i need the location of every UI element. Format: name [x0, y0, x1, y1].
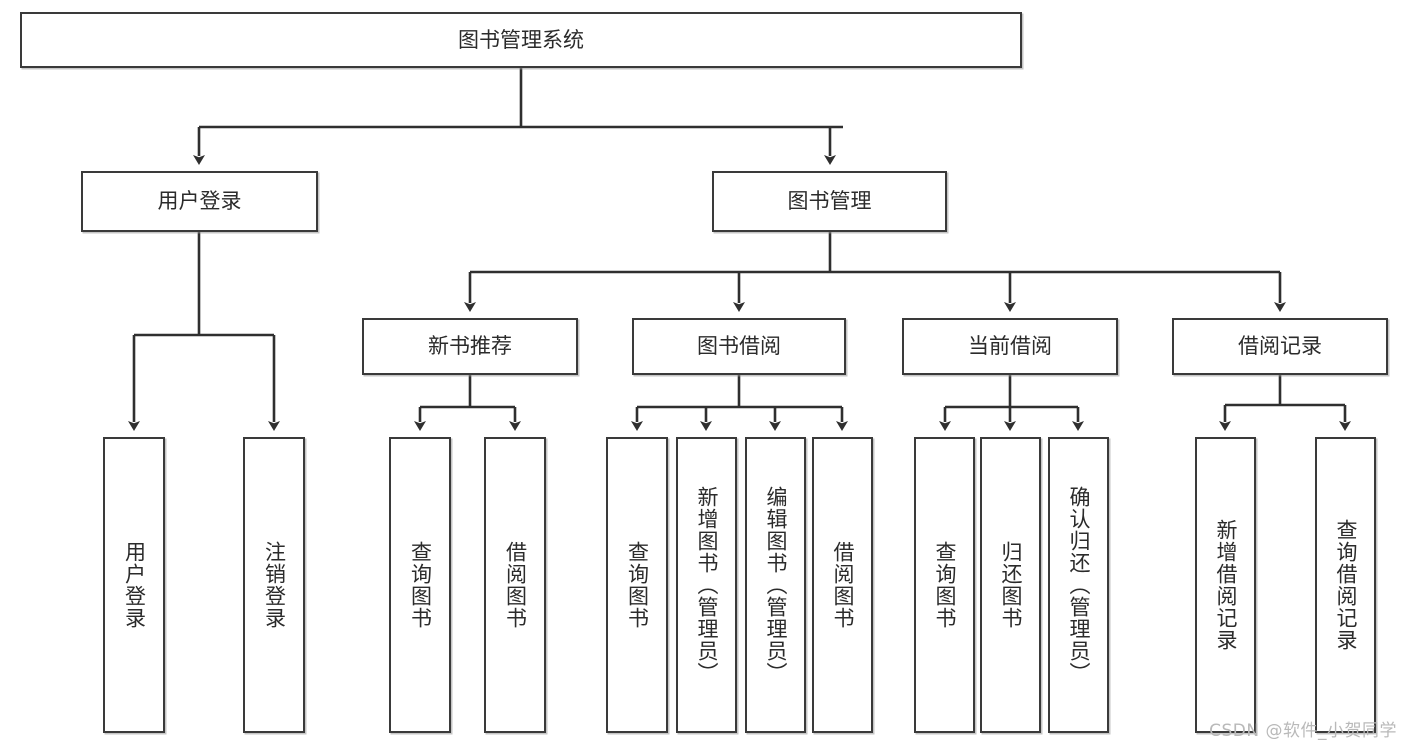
node-label: 图书借阅: [697, 334, 781, 359]
leaf-borrow-add-book-admin[interactable]: 新增图书（管理员）: [676, 437, 737, 733]
node-label: 查询图书: [625, 541, 650, 629]
node-book-management[interactable]: 图书管理: [712, 171, 947, 232]
leaf-records-add-record[interactable]: 新增借阅记录: [1195, 437, 1256, 733]
leaf-user-login-logout[interactable]: 注销登录: [243, 437, 305, 733]
node-current-borrow[interactable]: 当前借阅: [902, 318, 1118, 375]
node-label: 归还图书: [999, 541, 1023, 629]
leaf-borrow-query-book[interactable]: 查询图书: [606, 437, 668, 733]
node-label: 编辑图书（管理员）: [764, 486, 788, 684]
node-label: 借阅图书: [831, 541, 855, 629]
node-label: 借阅图书: [503, 541, 528, 629]
leaf-recommend-borrow-book[interactable]: 借阅图书: [484, 437, 546, 733]
node-label: 注销登录: [262, 541, 287, 629]
node-label: 借阅记录: [1238, 334, 1322, 359]
node-label: 确认归还（管理员）: [1067, 486, 1091, 684]
node-label: 查询图书: [408, 541, 433, 629]
leaf-borrow-edit-book-admin[interactable]: 编辑图书（管理员）: [745, 437, 806, 733]
leaf-recommend-query-book[interactable]: 查询图书: [389, 437, 451, 733]
node-label: 查询图书: [933, 541, 957, 629]
node-user-login[interactable]: 用户登录: [81, 171, 318, 232]
node-root-system[interactable]: 图书管理系统: [20, 12, 1022, 68]
csdn-watermark: CSDN @软件_小贺同学: [1209, 721, 1397, 741]
node-label: 图书管理系统: [458, 27, 584, 52]
node-book-borrow[interactable]: 图书借阅: [632, 318, 846, 375]
node-label: 新书推荐: [428, 334, 512, 359]
node-borrow-records[interactable]: 借阅记录: [1172, 318, 1388, 375]
node-label: 查询借阅记录: [1334, 519, 1358, 651]
node-label: 用户登录: [157, 189, 242, 214]
node-new-book-recommend[interactable]: 新书推荐: [362, 318, 578, 375]
leaf-current-confirm-return-admin[interactable]: 确认归还（管理员）: [1048, 437, 1109, 733]
leaf-records-query-record[interactable]: 查询借阅记录: [1315, 437, 1376, 733]
leaf-current-return-book[interactable]: 归还图书: [980, 437, 1041, 733]
node-label: 新增图书（管理员）: [695, 486, 719, 684]
node-label: 用户登录: [122, 541, 147, 629]
leaf-borrow-borrow-book[interactable]: 借阅图书: [812, 437, 873, 733]
node-label: 图书管理: [787, 189, 872, 214]
leaf-user-login-login[interactable]: 用户登录: [103, 437, 165, 733]
node-label: 当前借阅: [968, 334, 1052, 359]
leaf-current-query-book[interactable]: 查询图书: [914, 437, 975, 733]
node-label: 新增借阅记录: [1214, 519, 1238, 651]
